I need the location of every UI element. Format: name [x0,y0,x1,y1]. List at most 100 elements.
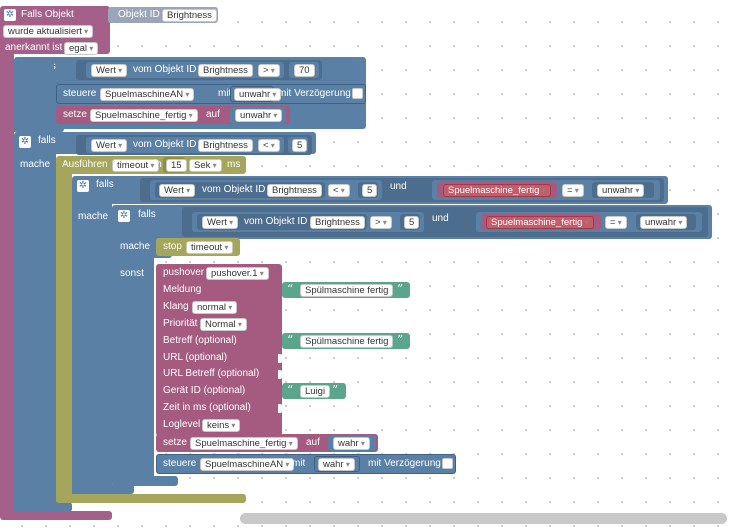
loglevel-label: Loglevel [163,419,201,430]
number-value[interactable]: 70 [294,64,315,77]
subject-label: Betreff (optional) [163,335,237,346]
pushover-instance-dropdown[interactable]: pushover.1 [206,267,269,280]
operator-dropdown[interactable]: > [258,64,280,77]
gear-icon[interactable]: ✲ [118,210,130,222]
number-value[interactable]: 5 [362,184,378,197]
loglevel-dropdown[interactable]: keins [202,419,241,432]
value-type-dropdown[interactable]: Wert [159,184,196,197]
pushover-label: pushover [163,267,205,278]
if-label: falls [38,135,56,146]
timeout-label: Ausführen [62,159,108,170]
from-object-label: vom Objekt ID [244,216,308,227]
input-socket [278,404,282,413]
gear-icon[interactable]: ✲ [77,180,89,192]
timeout-ms-label: ms [227,159,241,170]
bool-dropdown[interactable]: unwahr [640,216,688,229]
from-object-label: vom Objekt ID [202,184,266,195]
bool-dropdown[interactable]: wahr [333,437,370,450]
if-block-3-footer [72,484,134,494]
if-block-4-footer [112,476,178,486]
ack-dropdown[interactable]: egal [64,42,99,55]
control-label: steuere [163,458,197,469]
pushover-block[interactable] [156,264,282,436]
do-label: mache [78,211,109,222]
operator-dropdown[interactable]: > [370,216,392,229]
delay-checkbox[interactable] [352,88,363,99]
variable-dropdown[interactable]: Spuelmaschine_fertig [190,437,298,450]
priority-label: Priorität [163,318,198,329]
url-label: URL (optional) [163,352,228,363]
and-label: und [432,213,449,224]
trigger-dropdown[interactable]: wurde aktualisiert [3,25,94,38]
sound-label: Klang [163,301,189,312]
quote-close-icon: ” [397,282,404,296]
input-socket [278,370,282,379]
from-object-label: vom Objekt ID [133,139,197,150]
input-socket [278,354,282,363]
stop-timeout-dropdown[interactable]: timeout [186,241,234,254]
control-label: steuere [63,88,97,99]
if-block-4-spine [112,235,154,481]
set-label: setze [163,437,187,448]
quote-open-icon: “ [287,383,294,397]
object-id-value[interactable]: Brightness [198,139,253,152]
bool-dropdown[interactable]: unwahr [597,184,645,197]
number-value[interactable]: 5 [404,216,420,229]
control-with-label: mit [292,458,306,469]
url-title-label: URL Betreff (optional) [163,368,260,379]
control-object-dropdown[interactable]: SpuelmaschineAN [200,458,295,471]
priority-dropdown[interactable]: Normal [200,318,247,331]
value-type-dropdown[interactable]: Wert [202,216,239,229]
delay-checkbox[interactable] [442,458,453,469]
sound-dropdown[interactable]: normal [192,301,238,314]
if-label: falls [96,179,114,190]
timeout-unit-dropdown[interactable]: Sek [189,159,222,172]
from-object-label: vom Objekt ID [133,64,197,75]
timeout-in-label: in [154,159,162,170]
delay-label: mit Verzögerung [368,458,441,469]
ack-label: anerkannt ist [5,42,63,53]
bool-dropdown[interactable]: wahr [318,458,355,471]
value-type-dropdown[interactable]: Wert [91,139,128,152]
gear-icon[interactable]: ✲ [4,9,16,21]
timeout-spine [56,170,72,502]
variable-dropdown[interactable]: Spuelmaschine_fertig [90,109,198,122]
object-id-value[interactable]: Brightness [198,64,253,77]
control-object-dropdown[interactable]: SpuelmaschineAN [100,88,195,101]
device-value[interactable]: Luigi [300,385,331,398]
operator-dropdown[interactable]: < [328,184,350,197]
operator-dropdown[interactable]: < [258,139,280,152]
number-value[interactable]: 5 [292,139,308,152]
and-label: und [390,181,407,192]
event-block-spine [0,50,14,514]
timeout-footer [56,494,246,503]
variable-dropdown[interactable]: Spuelmaschine_fertig [486,216,594,229]
gear-icon[interactable]: ✲ [19,136,31,148]
if-label: falls [138,209,156,220]
object-id-value[interactable]: Brightness [267,184,322,197]
variable-dropdown[interactable]: Spuelmaschine_fertig [443,184,551,197]
timeout-value[interactable]: 15 [166,159,187,172]
message-value[interactable]: Spülmaschine fertig [300,284,394,297]
object-id-value[interactable]: Brightness [310,216,365,229]
bool-dropdown[interactable]: unwahr [235,109,283,122]
timeout-name-dropdown[interactable]: timeout [112,159,160,172]
device-label: Gerät ID (optional) [163,385,246,396]
stop-label: stop [163,241,182,252]
horizontal-scrollbar[interactable] [240,513,727,524]
do-label: mache [20,159,51,170]
object-id-value[interactable]: Brightness [162,9,217,22]
bool-dropdown[interactable]: unwahr [234,88,282,101]
if-block-1-footer [14,124,64,132]
event-title: Falls Objekt [21,9,74,20]
message-label: Meldung [163,284,202,295]
equals-dropdown[interactable]: = [605,216,627,229]
time-label: Zeit in ms (optional) [163,402,251,413]
event-block-footer [0,511,112,520]
object-id-label: Objekt ID [118,9,160,20]
equals-dropdown[interactable]: = [562,184,584,197]
subject-value[interactable]: Spülmaschine fertig [300,335,394,348]
set-label: setze [63,109,87,120]
quote-close-icon: ” [332,383,339,397]
value-type-dropdown[interactable]: Wert [91,64,128,77]
